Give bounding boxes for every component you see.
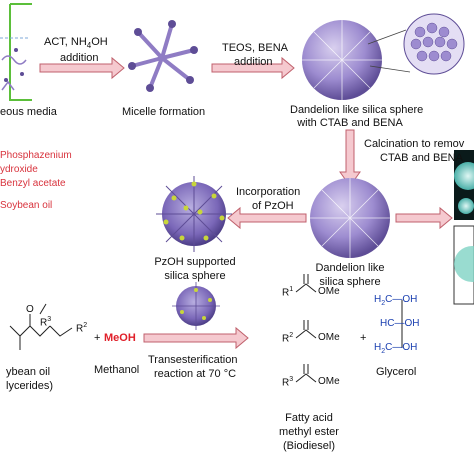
ester3-structure [295,364,317,383]
glycerol-row1: H2C—OH [374,294,418,307]
calcination-line1: Calcination to remov [364,138,465,150]
aqueous-media-container [0,3,32,101]
micelle-label: Micelle formation [122,106,206,118]
meoh-label: MeOH [104,332,136,344]
soybean-oil-line1: ybean oil [6,366,51,378]
catalyst-sphere [172,282,220,330]
pzoh-sphere-line2: silica sphere [164,270,226,282]
step2-line2: addition [234,56,273,68]
arrow-step1 [39,56,125,80]
fame-line3: (Biodiesel) [283,440,335,452]
ester2-structure [295,320,317,339]
legend-hydroxide: ydroxide [0,164,38,175]
ester2-ome: OMe [318,332,340,343]
legend-benzyl-acetate: Benzyl acetate [0,178,66,189]
fame-line2: methyl ester [279,426,339,438]
condition-line1: Transesterification [148,354,238,366]
pzoh-sphere-line1: PzOH supported [154,256,236,268]
arrow-incorporation [227,206,307,230]
triglyceride-structure [9,303,73,350]
dandelion-sphere [310,178,390,258]
legend-soybean-oil: Soybean oil [0,200,53,211]
dandelion-ctab-line2: with CTAB and BENA [297,117,403,129]
glycerol-label: Glycerol [376,366,417,378]
fame-line1: Fatty acid [285,412,333,424]
tem-image-bottom [453,225,474,305]
legend-phosphazenium: Phosphazenium [0,150,72,161]
ester3-r-label: R3 [282,376,294,389]
step1-reagents: ACT, NH4OH [44,36,108,51]
arrow-to-tem [395,206,453,230]
incorporation-line2: of PzOH [252,200,294,212]
plus-sign: + [94,332,101,344]
pzoh-sphere [156,176,232,252]
arrow-step2 [211,56,295,80]
soybean-oil-line2: lycerides) [6,380,54,392]
arrow-calcination [339,129,361,187]
calcination-line2: CTAB and BENA [380,152,463,164]
ester2-r-label: R2 [282,332,294,345]
incorporation-line1: Incorporation [236,186,301,198]
dandelion-line1: Dandelion like [315,262,385,274]
r3-ring-label: R3 [40,316,52,329]
micelle-image [128,20,198,92]
ester1-r-label: R1 [282,286,294,299]
tem-image-top [454,150,474,220]
aqueous-media-label: eous media [0,106,57,118]
dandelion-sphere-ctab [302,13,465,100]
r2-ring-label: R2 [76,322,88,335]
glycerol-row3: H2C—OH [374,342,418,355]
arrow-reaction [143,326,249,350]
dandelion-ctab-line1: Dandelion like silica sphere [290,104,424,116]
ester3-ome: OMe [318,376,340,387]
ester1-ome: OMe [318,286,340,297]
methanol-label: Methanol [94,364,140,376]
dandelion-line2: silica sphere [319,276,381,288]
step1-action: addition [60,52,99,64]
ester1-structure [295,274,317,293]
plus-sign-2: + [360,332,367,344]
condition-line2: reaction at 70 °C [154,368,237,380]
oil-oxygen-label: O [26,304,34,315]
glycerol-row2: HC—OH [380,318,420,329]
step2-line1: TEOS, BENA [222,42,289,54]
